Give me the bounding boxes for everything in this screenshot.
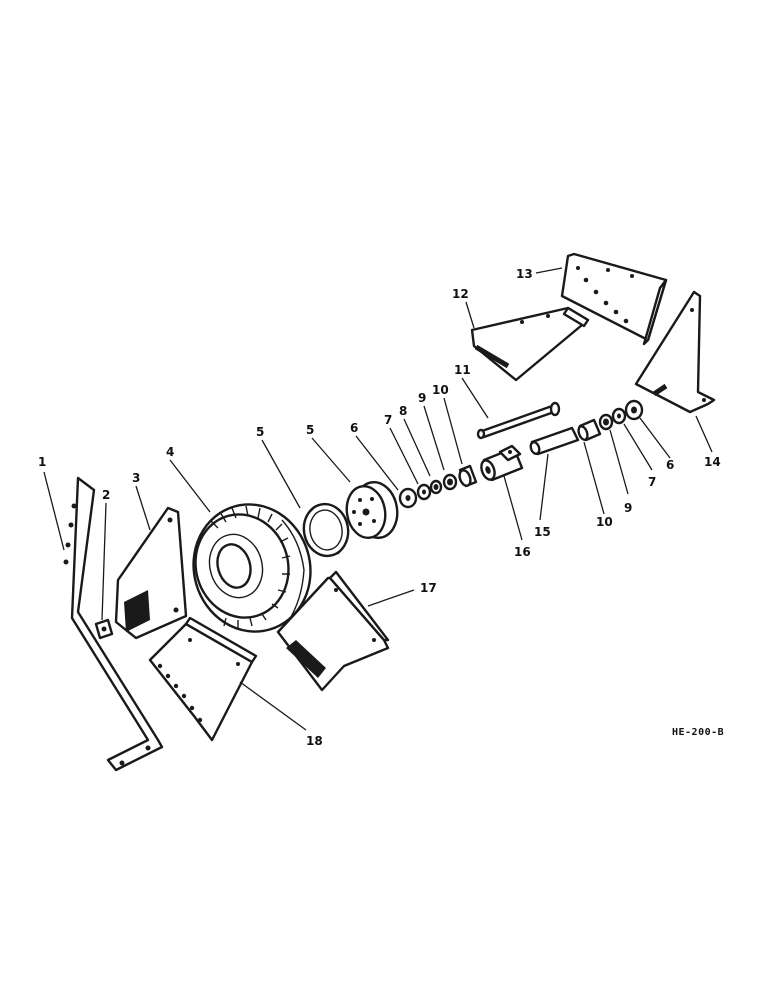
part-18-angled-plate [148,616,258,742]
part-9-bearing-left [442,473,458,491]
callout-17: 17 [420,581,437,595]
part-12-slotted-plate [470,306,590,382]
callout-2: 2 [102,488,110,502]
part-6-washer-right [624,399,644,421]
callout-6b: 6 [666,458,674,472]
part-10-bushing-right [577,418,602,442]
callout-9b: 9 [624,501,632,515]
callout-numbers: 1 2 3 4 5 5 6 7 8 9 10 11 12 13 14 15 16… [38,267,721,748]
part-7-washer-right [611,407,627,425]
callout-10a: 10 [432,383,449,397]
part-3-mounting-plate [114,506,188,640]
callout-1: 1 [38,455,46,469]
callout-3: 3 [132,471,140,485]
drawing-code-label: HE-200-B [672,727,724,738]
part-7-washer-left [416,483,432,501]
callout-14: 14 [704,455,721,469]
part-15-tube [529,426,580,456]
callout-6a: 6 [350,421,358,435]
callout-15: 15 [534,525,551,539]
part-10-bushing-left [458,464,478,488]
callout-11: 11 [454,363,471,377]
callout-4: 4 [166,445,174,459]
part-5-rim-half-a [302,502,350,558]
callout-10b: 10 [596,515,613,529]
callout-18: 18 [306,734,323,748]
part-11-bolt [476,401,561,440]
part-6-washer-left [398,487,418,509]
callout-5a: 5 [256,425,264,439]
leader-lines [43,267,713,731]
callout-12: 12 [452,287,469,301]
part-4-tire [192,503,312,633]
part-8-seal [429,479,443,495]
part-16-spindle [480,444,524,482]
part-14-gusset-plate [634,290,716,414]
part-2-square-washer [94,618,114,640]
part-9-bearing-right [598,413,614,431]
callout-9a: 9 [418,391,426,405]
callout-5b: 5 [306,423,314,437]
part-13-angle-bracket [560,252,668,346]
callout-8: 8 [399,404,407,418]
callout-7b: 7 [648,475,656,489]
part-17-shield [276,570,390,692]
part-5-rim-half-b [345,480,399,540]
part-1-bent-bracket [63,476,164,772]
callout-16: 16 [514,545,531,559]
callout-7a: 7 [384,413,392,427]
callout-13: 13 [516,267,533,281]
